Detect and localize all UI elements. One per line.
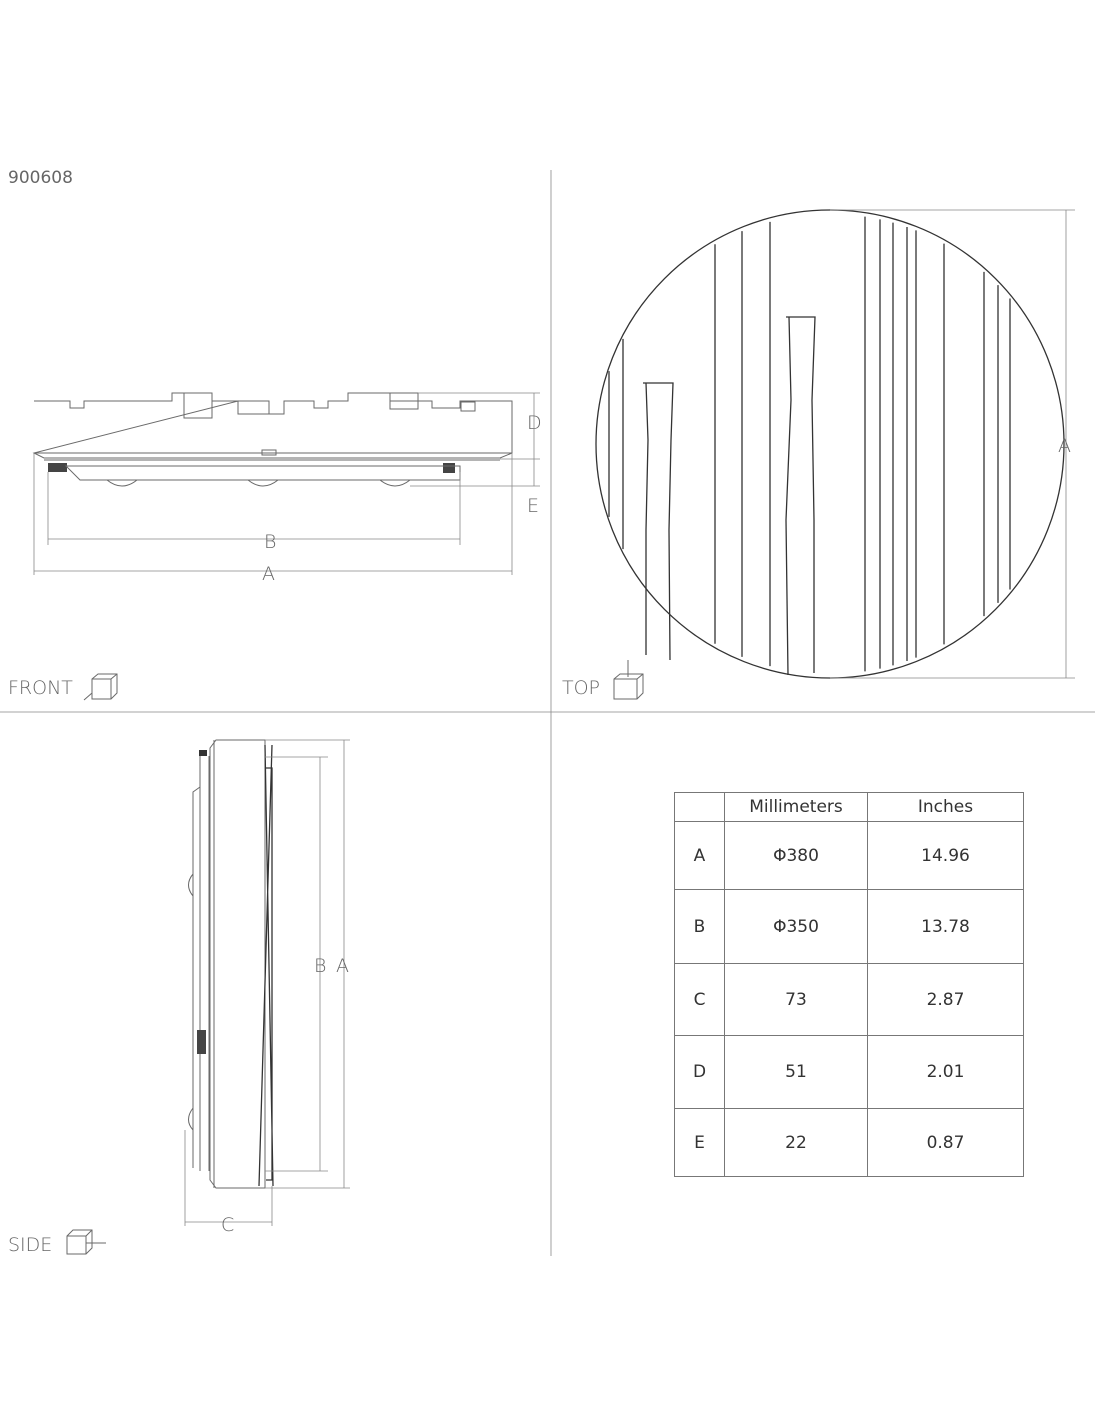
front-view-label: FRONT bbox=[8, 677, 73, 699]
row-in: 2.01 bbox=[867, 1035, 1024, 1109]
clip-left bbox=[48, 463, 67, 472]
side-dim-b: B bbox=[314, 955, 326, 977]
side-dim-c: C bbox=[221, 1214, 234, 1236]
table-header-mm: Millimeters bbox=[724, 792, 868, 822]
product-code: 900608 bbox=[8, 168, 73, 188]
clip-right bbox=[443, 463, 455, 473]
row-label: D bbox=[674, 1035, 725, 1109]
row-label: A bbox=[674, 821, 725, 890]
row-in: 13.78 bbox=[867, 889, 1024, 964]
row-mm: 51 bbox=[724, 1035, 868, 1109]
row-mm: 73 bbox=[724, 963, 868, 1036]
row-mm: 22 bbox=[724, 1108, 868, 1177]
side-cube-icon bbox=[66, 1229, 106, 1255]
row-in: 2.87 bbox=[867, 963, 1024, 1036]
top-view-label: TOP bbox=[562, 677, 600, 699]
table-row: D 51 2.01 bbox=[674, 1035, 1024, 1109]
front-view: B A D E bbox=[32, 392, 542, 585]
side-view: B A C bbox=[184, 739, 350, 1236]
table-header-blank bbox=[674, 792, 725, 822]
dimensions-table: Millimeters Inches A Φ380 14.96 B Φ350 1… bbox=[674, 792, 1024, 1177]
top-cube-icon bbox=[613, 660, 644, 700]
table-row: A Φ380 14.96 bbox=[674, 821, 1024, 890]
side-dim-a: A bbox=[336, 955, 349, 977]
table-header-in: Inches bbox=[867, 792, 1024, 822]
front-dim-b: B bbox=[264, 531, 276, 553]
row-label: C bbox=[674, 963, 725, 1036]
row-mm: Φ380 bbox=[724, 821, 868, 890]
table-row: C 73 2.87 bbox=[674, 963, 1024, 1036]
top-dim-a: A bbox=[1058, 435, 1071, 457]
top-view: A bbox=[595, 209, 1075, 679]
front-cube-icon bbox=[83, 673, 118, 701]
front-dim-d: D bbox=[527, 412, 542, 434]
table-header-row: Millimeters Inches bbox=[674, 792, 1024, 822]
table-row: E 22 0.87 bbox=[674, 1108, 1024, 1177]
front-dim-a: A bbox=[262, 563, 275, 585]
table-row: B Φ350 13.78 bbox=[674, 889, 1024, 964]
row-label: B bbox=[674, 889, 725, 964]
row-in: 14.96 bbox=[867, 821, 1024, 890]
row-mm: Φ350 bbox=[724, 889, 868, 964]
row-in: 0.87 bbox=[867, 1108, 1024, 1177]
row-label: E bbox=[674, 1108, 725, 1177]
side-view-label: SIDE bbox=[8, 1234, 52, 1256]
front-dim-e: E bbox=[527, 495, 539, 517]
